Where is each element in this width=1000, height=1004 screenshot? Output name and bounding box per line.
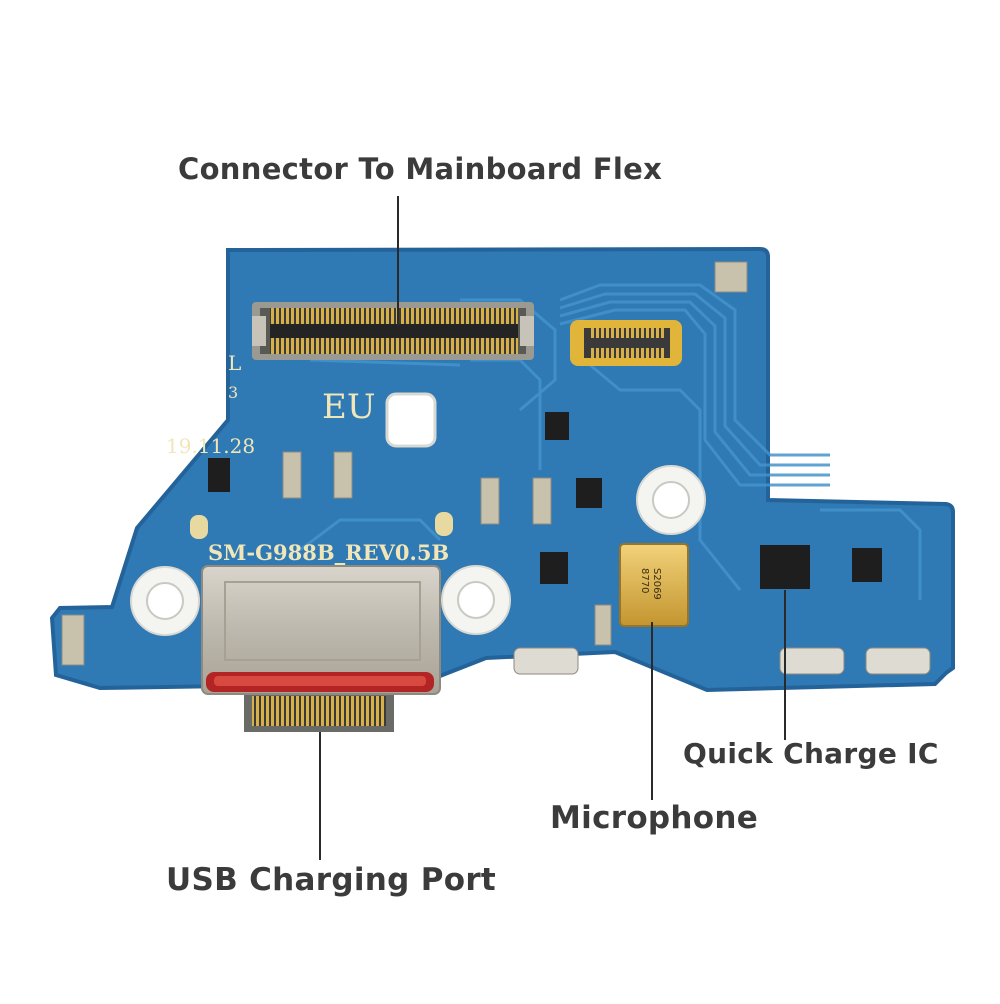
secondary-flex-connector bbox=[570, 320, 682, 366]
mic-marking-1: S2069 bbox=[651, 568, 662, 600]
pcb-traces bbox=[299, 283, 922, 600]
smd-components bbox=[61, 261, 931, 675]
ic-chips bbox=[208, 412, 882, 589]
usb-c-port bbox=[201, 565, 441, 732]
silk-3: 3 bbox=[228, 383, 238, 402]
microphone-label: Microphone bbox=[550, 800, 759, 836]
microphone-component: S2069 8770 bbox=[619, 543, 689, 627]
callout-lines bbox=[319, 196, 786, 860]
usb-port-label: USB Charging Port bbox=[166, 862, 497, 898]
mounting-holes bbox=[130, 392, 706, 636]
silkscreen: 19.11.28 SM-G988B_REV0.5B EU L 3 bbox=[166, 351, 449, 565]
silk-l: L bbox=[228, 351, 241, 375]
quick-charge-ic bbox=[760, 545, 810, 589]
quick-charge-label: Quick Charge IC bbox=[683, 737, 939, 770]
silk-region: EU bbox=[322, 387, 375, 427]
silk-date: 19.11.28 bbox=[166, 434, 255, 458]
connector-label: Connector To Mainboard Flex bbox=[178, 152, 663, 186]
mainboard-flex-connector bbox=[252, 302, 534, 360]
silk-model: SM-G988B_REV0.5B bbox=[208, 540, 449, 565]
mic-marking-2: 8770 bbox=[639, 568, 650, 593]
